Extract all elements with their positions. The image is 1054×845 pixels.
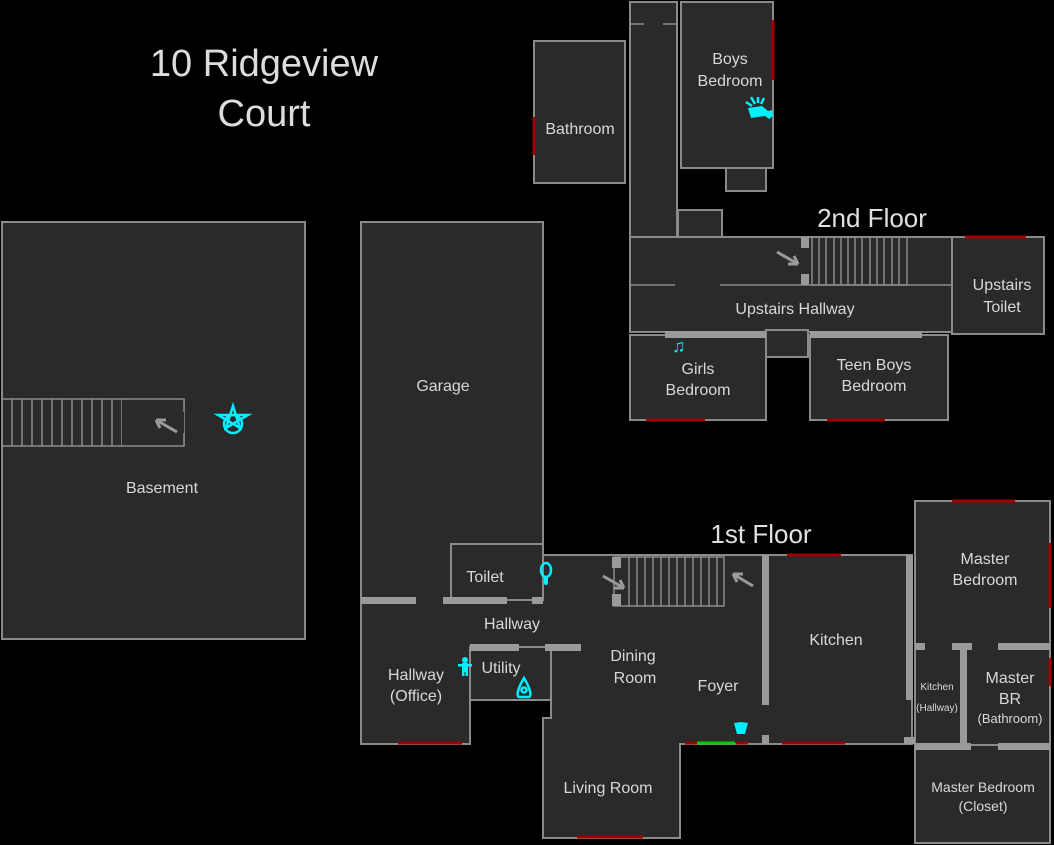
footprints-icon (734, 722, 748, 734)
room-label-master-bedroom[interactable]: Master (961, 551, 1011, 568)
room-label-bathroom[interactable]: Bathroom (545, 121, 614, 138)
stairs-arrow-icon (776, 250, 800, 266)
room-label-garage[interactable]: Garage (416, 378, 469, 395)
room-label-kitchen[interactable]: Kitchen (809, 632, 862, 649)
room-label-girls-bedroom[interactable]: Girls (682, 361, 715, 378)
second-floor: ♫ 2nd Floor Bathroom Boys Bedroom Upstai… (532, 1, 1045, 422)
room-label-master-bathroom-sub: BR (999, 691, 1021, 708)
room-label-kitchen-hallway[interactable]: Kitchen (920, 682, 953, 693)
music-note-icon: ♫ (672, 336, 686, 356)
room-label-toilet[interactable]: Toilet (466, 569, 504, 586)
basement-stairs (11, 399, 123, 446)
map-title-line2: Court (218, 93, 311, 135)
stairs-arrow-icon (602, 574, 626, 590)
room-label-utility[interactable]: Utility (481, 660, 520, 677)
room-label-master-bathroom-sub2: (Bathroom) (977, 711, 1042, 726)
map-title-line1: 10 Ridgeview (150, 43, 379, 85)
room-label-dining-sub: Room (614, 670, 657, 687)
room-label-teen-boys-bedroom[interactable]: Teen Boys (837, 357, 912, 374)
hand-icon (745, 96, 773, 119)
room-label-master-bathroom[interactable]: Master (986, 670, 1036, 687)
room-label-kitchen-hallway-sub: (Hallway) (916, 703, 958, 714)
room-label-basement: Basement (126, 480, 199, 497)
floor-label-first: 1st Floor (710, 519, 811, 549)
svg-text:♫: ♫ (672, 336, 686, 356)
room-label-foyer[interactable]: Foyer (698, 678, 740, 695)
stairs-arrow-icon (154, 418, 178, 434)
room-label-upstairs-toilet-sub: Toilet (983, 299, 1021, 316)
first-floor: 1st Floor Garage Toilet Hallway Hallway … (360, 221, 1052, 844)
planchette-icon (516, 675, 532, 699)
room-label-girls-bedroom-sub: Bedroom (666, 382, 731, 399)
floor-label-second: 2nd Floor (817, 203, 927, 233)
room-label-upstairs-toilet[interactable]: Upstairs (973, 277, 1032, 294)
room-label-boys-bedroom-sub: Bedroom (698, 73, 763, 90)
room-label-closet[interactable]: Master Bedroom (931, 779, 1034, 795)
stairs-arrow-icon (731, 572, 754, 588)
room-label-hallway[interactable]: Hallway (484, 616, 540, 633)
room-label-office-sub: (Office) (390, 688, 442, 705)
room-label-closet-sub: (Closet) (958, 798, 1007, 814)
pentagram-icon (213, 401, 253, 435)
room-label-upstairs-hallway[interactable]: Upstairs Hallway (735, 301, 854, 318)
room-label-master-bedroom-sub: Bedroom (953, 572, 1018, 589)
person-icon (458, 657, 472, 676)
room-label-dining[interactable]: Dining (610, 648, 655, 665)
room-label-living-room[interactable]: Living Room (564, 780, 653, 797)
room-label-office[interactable]: Hallway (388, 667, 444, 684)
basement[interactable]: Basement (1, 221, 306, 640)
mirror-icon (539, 561, 553, 585)
room-label-boys-bedroom[interactable]: Boys (712, 51, 748, 68)
room-label-teen-boys-bedroom-sub: Bedroom (842, 378, 907, 395)
